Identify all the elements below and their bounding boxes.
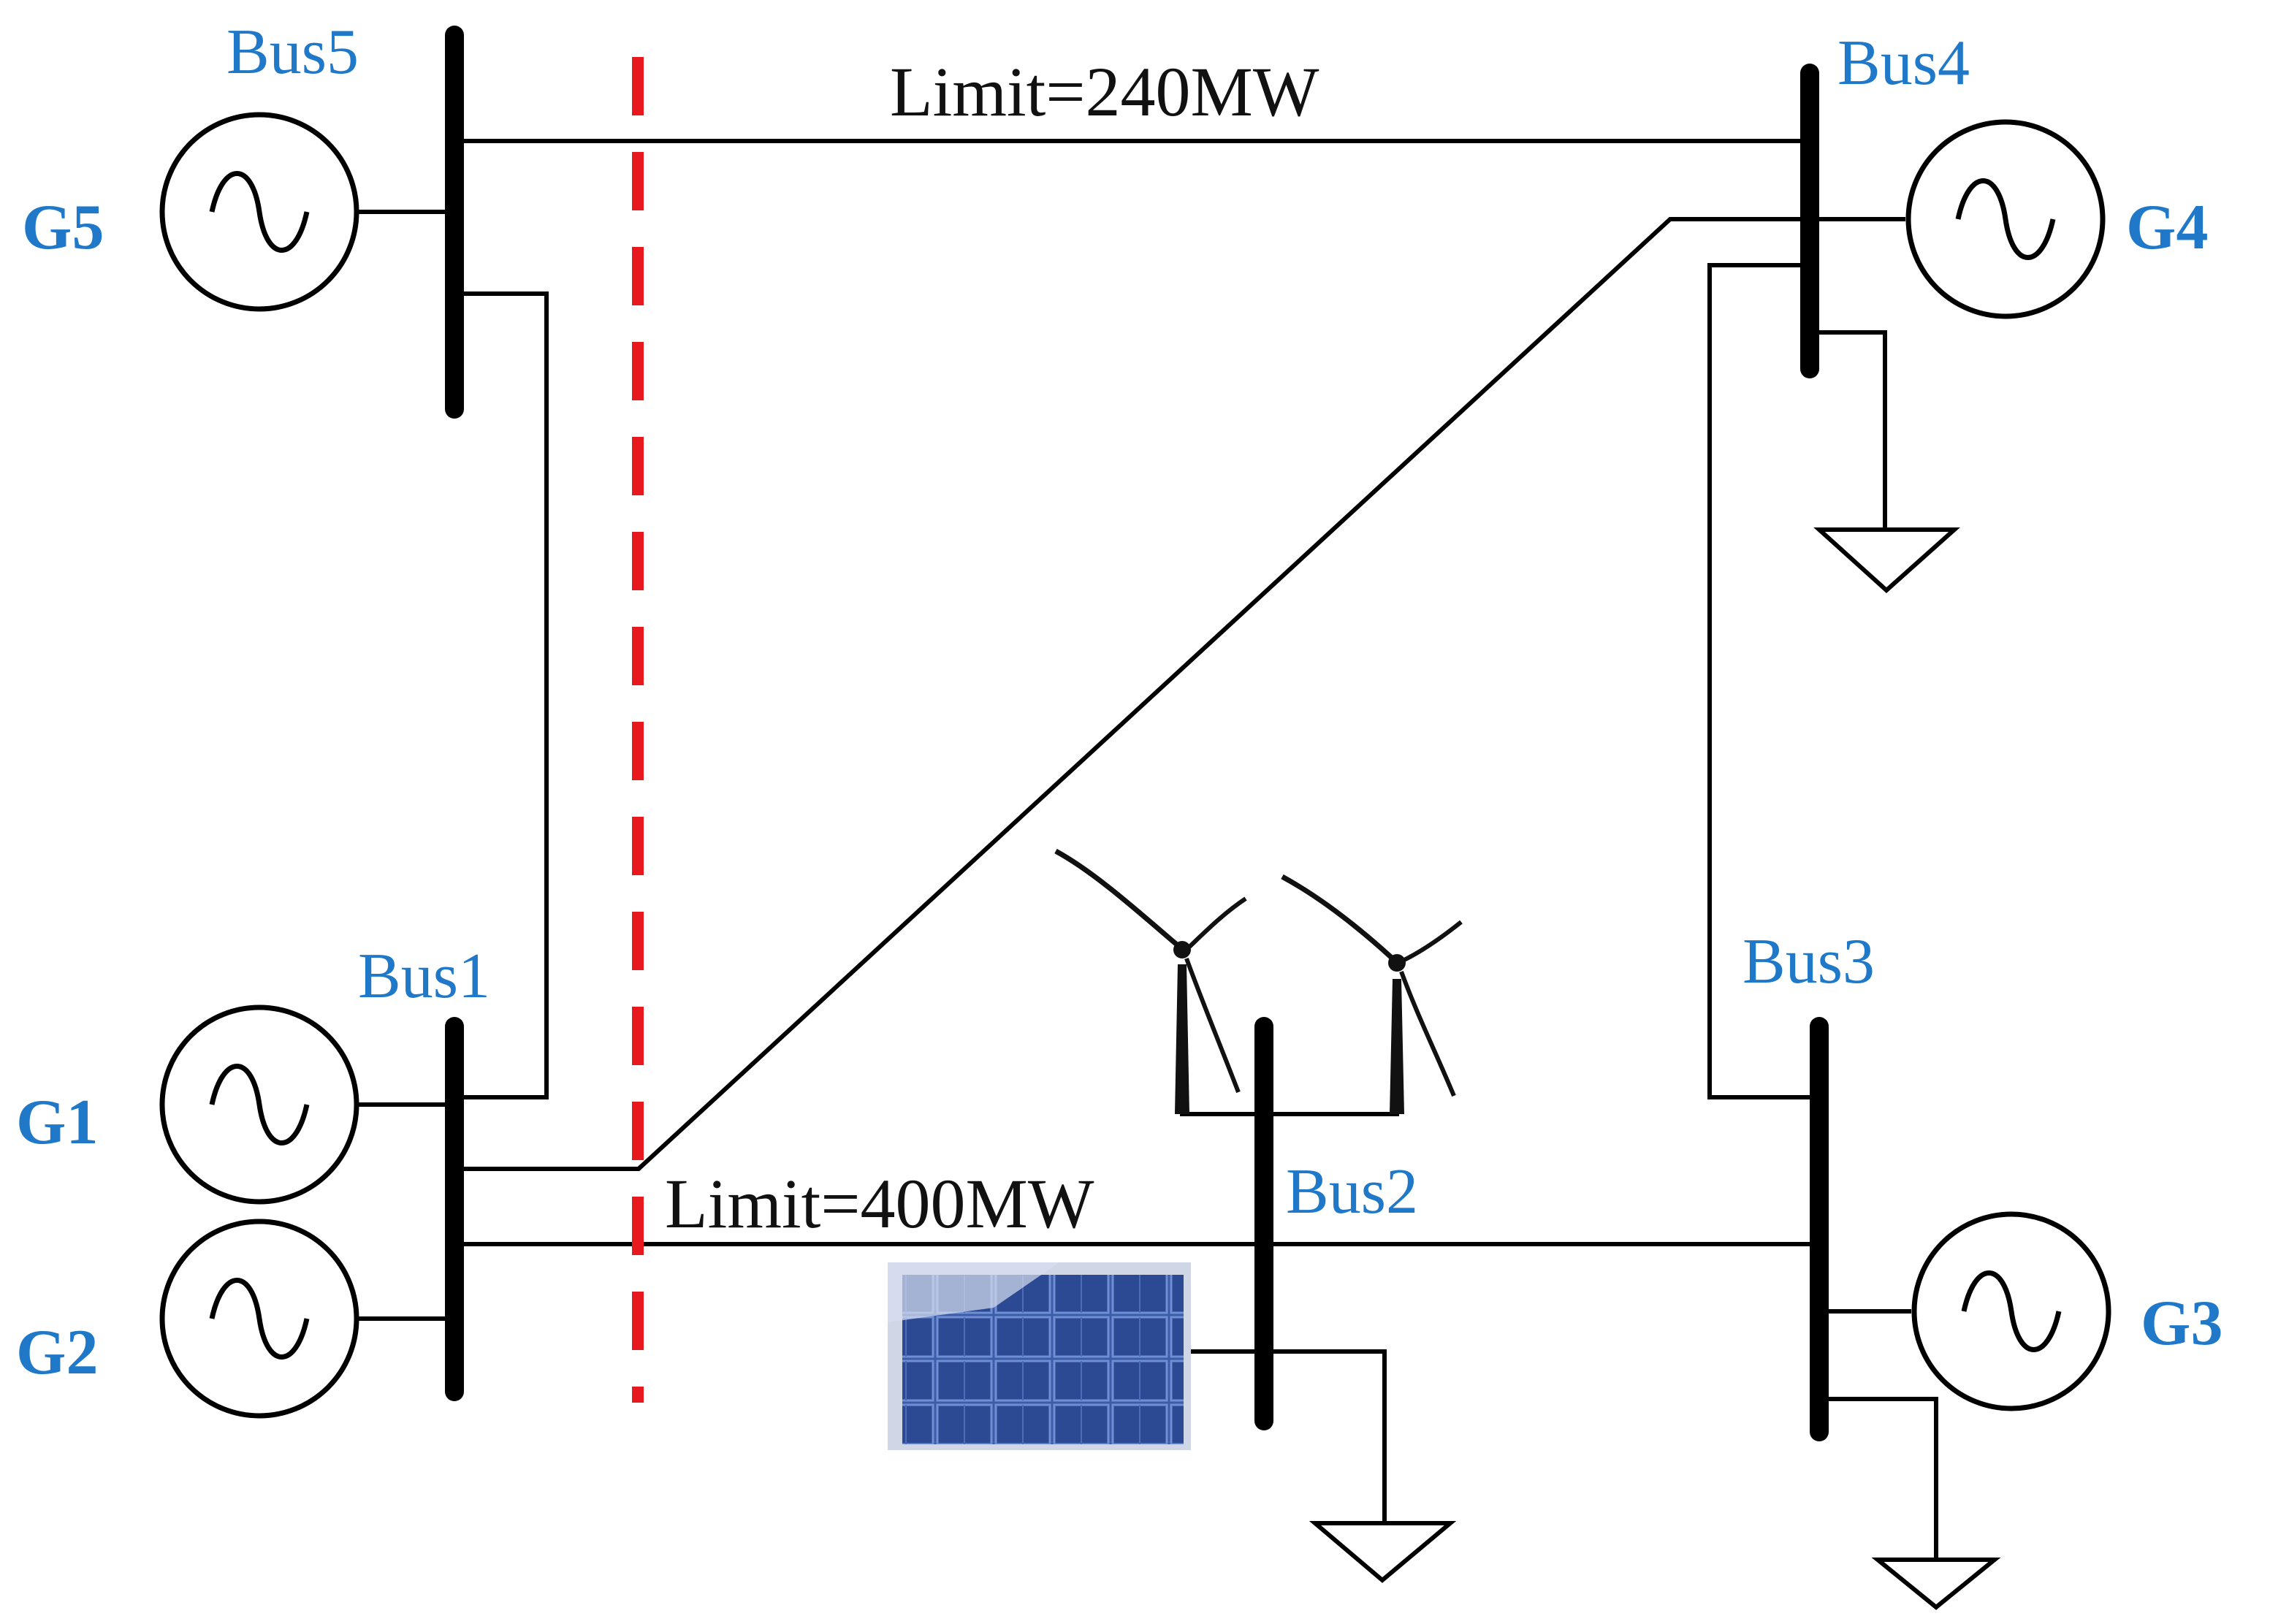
line-bus4-bus3 (1707, 263, 1819, 1099)
wind-turbine-icon (1281, 874, 1463, 1114)
load-bus3 (1827, 1397, 2001, 1610)
generator-g1 (159, 1004, 447, 1205)
generator-g3 (1827, 1211, 2111, 1411)
load-bus4 (1810, 330, 1960, 594)
label-g3: G3 (2141, 1288, 2223, 1359)
bus-bars (445, 26, 1829, 1441)
load-triangle-icon (1309, 1521, 1457, 1583)
label-g2: G2 (16, 1317, 98, 1388)
label-bus1: Bus1 (358, 941, 490, 1012)
wind-turbines (1054, 848, 1463, 1116)
load-triangle-icon (1871, 1558, 2001, 1610)
label-bus4: Bus4 (1837, 28, 1970, 99)
generator-g2 (159, 1219, 447, 1419)
load-bus2 (1264, 1349, 1457, 1583)
label-g1: G1 (16, 1087, 98, 1158)
line-bus5-bus1 (454, 291, 549, 1099)
labels: Bus5 Bus4 Bus1 Bus2 Bus3 G5 G1 G2 G4 G3 (16, 17, 2223, 1388)
label-bus2: Bus2 (1286, 1156, 1418, 1227)
line-bus1-bus4 (454, 217, 1810, 1171)
label-bus3: Bus3 (1743, 926, 1875, 997)
transmission-lines (454, 139, 1819, 1246)
label-bus5: Bus5 (226, 17, 359, 88)
load-triangle-icon (1813, 527, 1960, 594)
label-g4: G4 (2126, 192, 2208, 263)
label-limit-bottom: Limit=400MW (665, 1164, 1094, 1243)
generator-g4 (1810, 119, 2106, 319)
label-g5: G5 (22, 192, 104, 263)
generator-g5 (159, 112, 447, 312)
wind-turbine-icon (1054, 848, 1247, 1114)
label-limit-top: Limit=240MW (890, 53, 1319, 131)
solar-panel-icon (888, 1262, 1264, 1450)
